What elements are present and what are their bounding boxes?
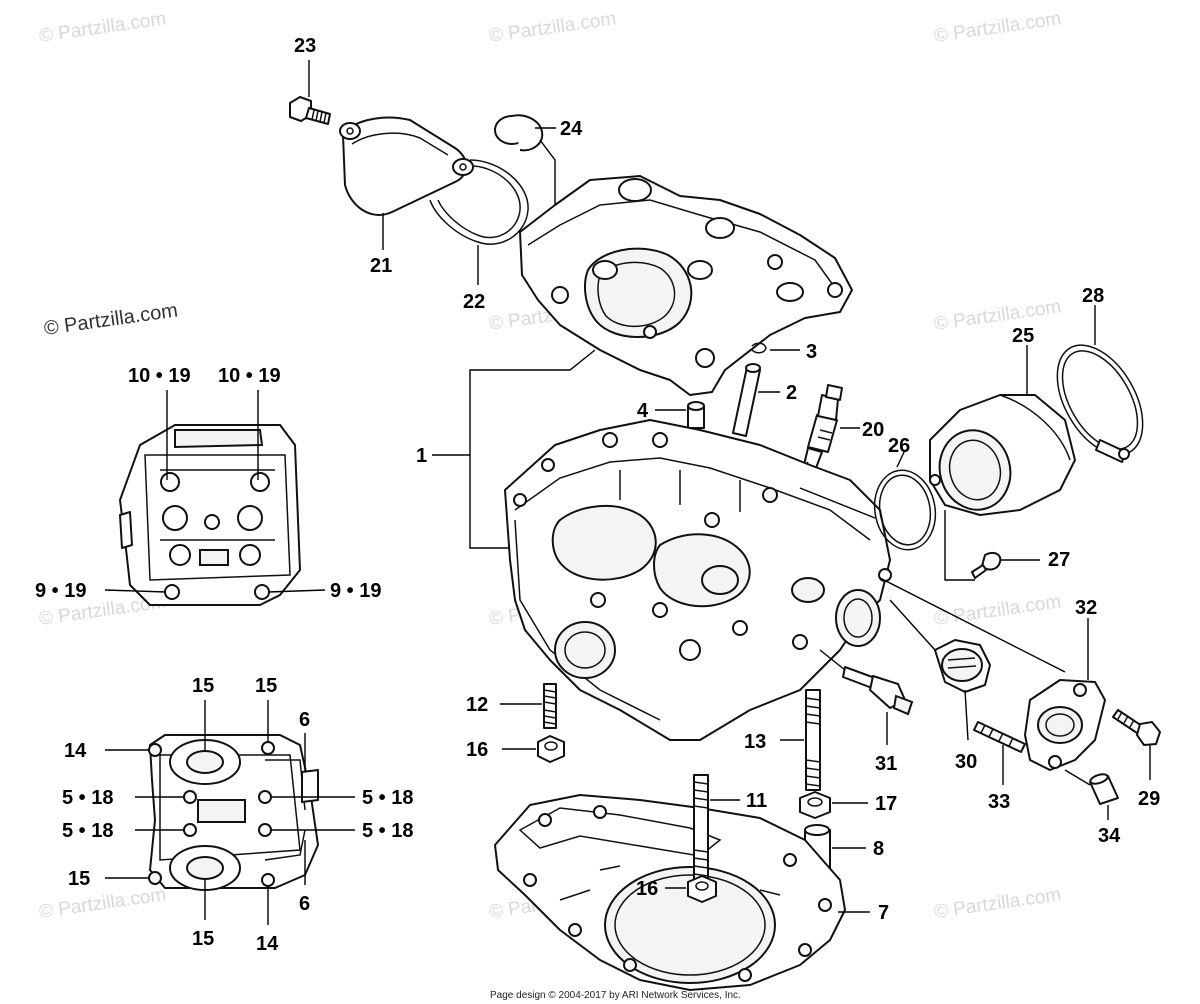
callout-15-bottom: 15	[192, 928, 214, 950]
callout-6-top: 6	[299, 709, 310, 731]
callout-22: 22	[463, 291, 485, 313]
watermark: © Partzilla.com	[38, 8, 168, 47]
callout-31: 31	[875, 753, 897, 775]
callout-5-18-l2: 5 • 18	[62, 820, 113, 842]
part-29-bolt	[1112, 709, 1161, 746]
part-23-bolt	[289, 96, 331, 125]
part-30-thermostat	[934, 639, 991, 693]
leader-9-19-left	[104, 589, 167, 593]
leader-31	[819, 649, 888, 745]
watermark: © Partzilla.com	[933, 591, 1063, 630]
callout-29: 29	[1138, 788, 1160, 810]
callout-10-19-right: 10 • 19	[218, 365, 281, 387]
callout-14-bottom: 14	[256, 933, 279, 955]
callout-9-19-right: 9 • 19	[330, 580, 381, 602]
watermark: © Partzilla.com	[933, 296, 1063, 335]
part-21-cover	[339, 116, 474, 216]
part-24-cap	[494, 114, 544, 152]
part-33-stud	[973, 721, 1026, 753]
watermark: © Partzilla.com	[933, 8, 1063, 47]
part-cam-holder	[519, 175, 853, 396]
callout-15-mid-left: 15	[68, 868, 90, 890]
part-16-nut-upper	[537, 735, 565, 763]
head-bottom-view	[148, 734, 319, 891]
callout-12: 12	[466, 694, 488, 716]
callout-6-bottom: 6	[299, 893, 310, 915]
callout-5-18-l1: 5 • 18	[62, 787, 113, 809]
part-26-o-ring	[873, 469, 937, 551]
callout-34: 34	[1098, 825, 1121, 847]
callout-32: 32	[1075, 597, 1097, 619]
leader-26-axis	[799, 487, 876, 519]
part-11-stud	[693, 774, 709, 881]
callout-23: 23	[294, 35, 316, 57]
callout-8: 8	[873, 838, 884, 860]
callout-16b: 16	[636, 878, 658, 900]
part-20-spark-plug	[803, 384, 843, 469]
callout-30: 30	[955, 751, 977, 773]
callout-14-left: 14	[64, 740, 87, 762]
leader-27	[944, 510, 1040, 581]
head-top-view	[119, 424, 301, 606]
part-27-screw	[971, 552, 1002, 579]
part-31-temp-sensor	[842, 666, 914, 716]
callout-3: 3	[806, 341, 817, 363]
part-4-dowel	[687, 401, 705, 429]
callout-11: 11	[746, 790, 767, 812]
callout-1: 1	[416, 445, 427, 467]
leader-30	[889, 599, 969, 741]
part-25-intake-boot	[929, 394, 1076, 516]
leader-24	[535, 127, 556, 205]
footer-credit: Page design © 2004-2017 by ARI Network S…	[490, 990, 741, 1001]
part-7-gasket	[494, 794, 846, 991]
callout-9-19-left: 9 • 19	[35, 580, 86, 602]
callout-25: 25	[1012, 325, 1034, 347]
part-17-nut	[799, 791, 831, 819]
watermark: © Partzilla.com	[933, 884, 1063, 923]
callout-17: 17	[875, 793, 897, 815]
callout-7: 7	[878, 902, 889, 924]
part-28-clamp	[1056, 344, 1144, 463]
callout-15-top-right: 15	[255, 675, 277, 697]
callout-27: 27	[1048, 549, 1070, 571]
callout-5-18-r1: 5 • 18	[362, 787, 413, 809]
leader-1	[469, 349, 596, 549]
watermark: © Partzilla.com	[38, 884, 168, 923]
part-13-stud	[805, 689, 821, 791]
part-22-gasket	[429, 159, 529, 245]
callout-4: 4	[637, 400, 649, 422]
callout-20: 20	[862, 419, 884, 441]
part-34-dowel	[1089, 773, 1119, 805]
leader-26	[896, 449, 906, 468]
callout-21: 21	[370, 255, 392, 277]
callout-28: 28	[1082, 285, 1104, 307]
callout-10-19-left: 10 • 19	[128, 365, 191, 387]
part-1-cylinder-head	[504, 419, 892, 741]
part-3-clip	[751, 342, 767, 354]
part-2-pin	[732, 363, 761, 437]
callout-13: 13	[744, 731, 766, 753]
callout-33: 33	[988, 791, 1010, 813]
part-16-nut-lower	[687, 875, 717, 903]
leader-34	[1064, 769, 1109, 820]
callout-15-top-left: 15	[192, 675, 214, 697]
watermark-dark: © Partzilla.com	[43, 299, 180, 340]
leader-9-19-right	[267, 589, 326, 593]
callout-16a: 16	[466, 739, 488, 761]
leader-32-axis	[879, 577, 1066, 673]
callout-5-18-r2: 5 • 18	[362, 820, 413, 842]
callout-2: 2	[786, 382, 797, 404]
callout-24: 24	[560, 118, 583, 140]
part-32-water-outlet	[1024, 679, 1106, 771]
part-12-stud	[543, 683, 557, 729]
callout-26: 26	[888, 435, 910, 457]
watermark: © Partzilla.com	[488, 8, 618, 47]
